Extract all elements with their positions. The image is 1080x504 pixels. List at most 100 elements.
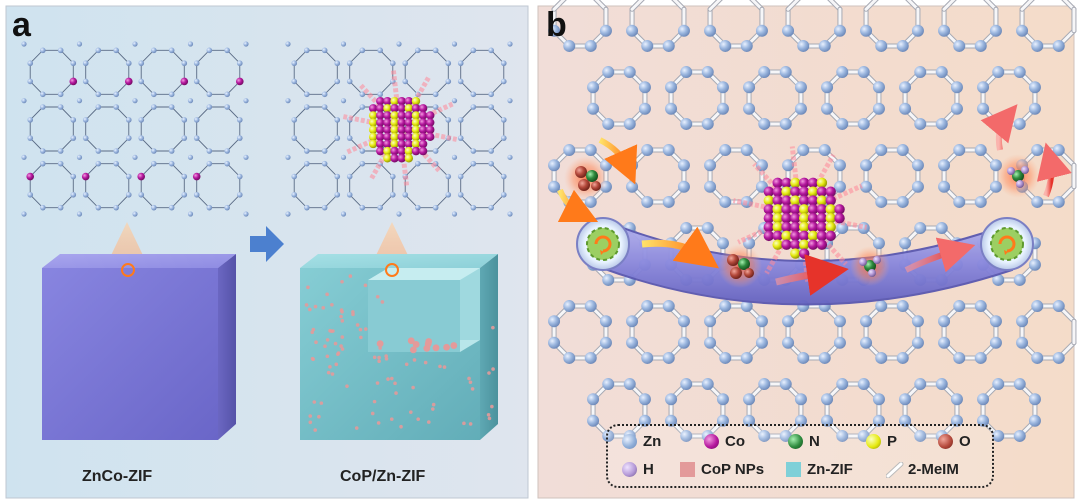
- zn-atom: [125, 60, 132, 67]
- zn-atom: [40, 204, 46, 211]
- zn-atom: [340, 41, 347, 47]
- zn-atom: [27, 78, 34, 85]
- zn-atom: [641, 39, 654, 52]
- zn-atom: [40, 91, 46, 98]
- zn-atom: [500, 117, 507, 123]
- zn-atom: [95, 148, 102, 154]
- zn-atom: [719, 351, 732, 364]
- p-atom: [411, 111, 421, 120]
- co-atom: [426, 125, 435, 134]
- zn-atom: [821, 393, 834, 406]
- zn-atom: [82, 60, 89, 67]
- zn-atom: [27, 60, 34, 67]
- zn-atom: [346, 173, 353, 180]
- co-atom: [376, 118, 385, 127]
- zn-atom: [27, 135, 34, 141]
- zn-atom: [76, 154, 83, 160]
- co-atom: [376, 146, 385, 156]
- co-atom: [397, 111, 406, 120]
- zn-atom: [236, 135, 243, 141]
- zn-atom: [168, 104, 175, 110]
- zn-atom: [896, 144, 909, 157]
- zn-atom: [224, 148, 230, 154]
- zn-atom: [95, 91, 102, 98]
- zn-atom: [243, 154, 249, 160]
- zn-atom: [40, 160, 46, 167]
- zn-atom: [899, 81, 912, 94]
- co-atom: [807, 204, 819, 215]
- zn-zif-swatch-icon: [786, 462, 801, 477]
- zn-atom: [938, 180, 951, 193]
- zn-atom: [243, 98, 249, 104]
- zn-atom: [304, 204, 310, 211]
- p-atom: [799, 239, 810, 250]
- zn-atom: [1013, 273, 1026, 286]
- zn-atom: [602, 273, 615, 286]
- zn-atom: [346, 135, 353, 141]
- zn-atom: [321, 47, 328, 54]
- zn-atom: [794, 393, 807, 406]
- zn-atom: [488, 104, 494, 110]
- zn-atom: [665, 393, 678, 406]
- cop-zn-zif-cube: [300, 254, 498, 440]
- zn-atom: [680, 222, 693, 235]
- p-atom: [799, 204, 810, 215]
- co-atom: [790, 186, 801, 197]
- zn-atom: [40, 148, 46, 154]
- zn-atom: [193, 60, 200, 67]
- zn-atom: [833, 180, 846, 193]
- co-atom: [834, 213, 845, 224]
- gear-icon-right: [980, 217, 1034, 271]
- nitrate-molecule-channel: [718, 244, 762, 288]
- zn-atom: [662, 351, 675, 364]
- zn-atom: [151, 204, 157, 211]
- zn-atom: [457, 191, 464, 198]
- zn-atom: [21, 41, 27, 47]
- zn-atom: [457, 60, 464, 67]
- ammonia-molecule-channel: [850, 246, 890, 286]
- legend-label-n: N: [809, 433, 820, 450]
- zn-atom: [451, 211, 458, 217]
- zn-atom: [445, 117, 452, 123]
- zn-atom: [76, 98, 83, 104]
- zn-atom: [445, 191, 452, 198]
- zn-atom: [836, 429, 849, 442]
- zn-atom: [470, 104, 477, 110]
- co-atom: [772, 186, 783, 197]
- zn-atom: [187, 211, 194, 217]
- zn-atom: [334, 117, 341, 123]
- zn-atom: [719, 144, 732, 157]
- co-atom: [781, 195, 792, 206]
- zn-atom: [896, 195, 909, 208]
- zn-atom: [113, 104, 119, 110]
- zn-atom: [896, 351, 909, 364]
- co-atom: [825, 186, 836, 197]
- co-atom: [825, 230, 836, 242]
- zn-atom: [138, 117, 145, 123]
- zn-atom: [113, 160, 119, 167]
- zn-atom: [359, 47, 366, 54]
- zn-atom: [875, 195, 888, 208]
- p-atom: [807, 186, 819, 197]
- zn-atom: [716, 237, 729, 250]
- p-atom: [816, 177, 828, 189]
- zn-atom: [334, 78, 341, 85]
- zn-atom: [113, 148, 119, 154]
- co-atom: [763, 186, 775, 197]
- zn-atom: [548, 336, 561, 349]
- zn-atom: [500, 135, 507, 141]
- co-atom: [404, 139, 414, 149]
- zn-atom: [677, 180, 690, 193]
- zn-atom: [914, 117, 927, 130]
- zn-atom: [500, 60, 507, 67]
- zn-atom: [623, 378, 636, 391]
- zn-atom: [974, 195, 987, 208]
- zn-atom: [857, 66, 870, 79]
- zn-atom: [914, 66, 927, 79]
- zn-atom: [206, 148, 213, 154]
- zn-atom: [285, 154, 291, 160]
- zn-atom: [291, 191, 298, 198]
- zn-atom: [680, 429, 693, 442]
- zn-atom: [224, 104, 230, 110]
- zn-atom: [187, 98, 194, 104]
